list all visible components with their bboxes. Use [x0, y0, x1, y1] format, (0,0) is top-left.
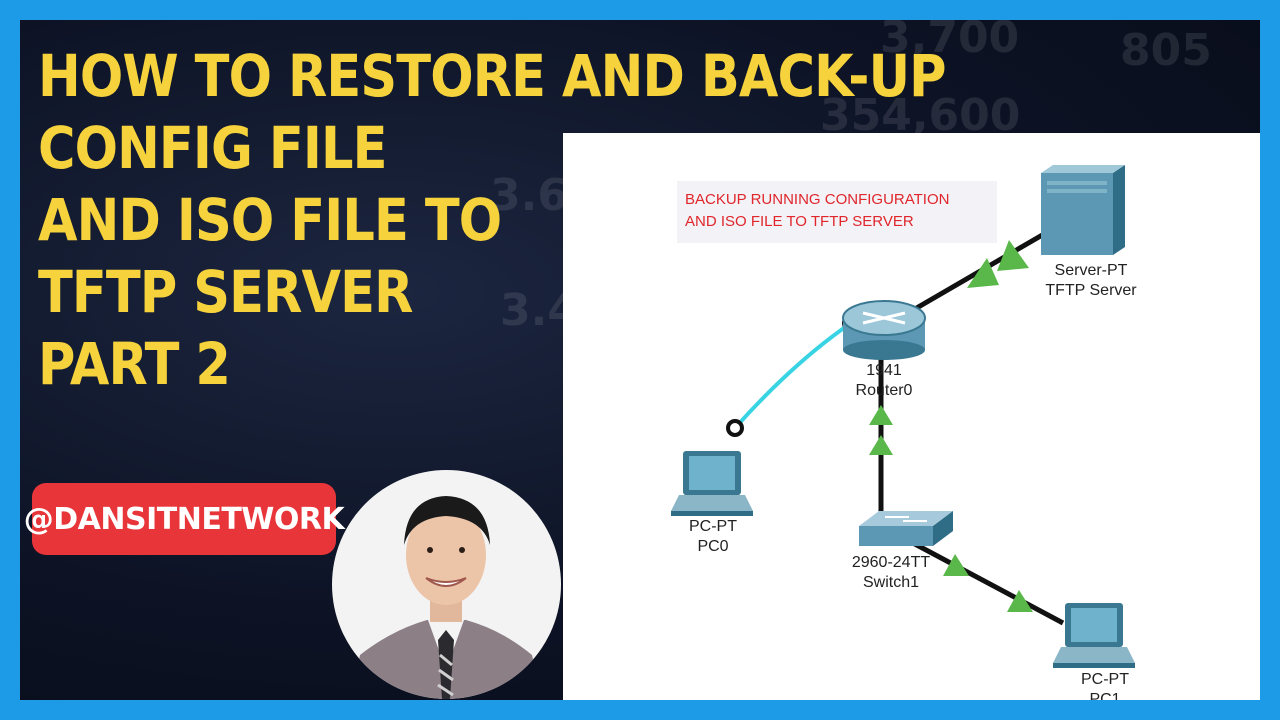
pc1-icon	[1053, 603, 1135, 668]
note-line: AND ISO FILE TO TFTP SERVER	[685, 213, 914, 230]
console-port-pc0	[726, 419, 744, 437]
switch-name: Switch1	[862, 574, 920, 591]
background-number: 3,700	[880, 20, 1020, 63]
switch-model: 2960-24TT	[851, 554, 931, 571]
pc1-model: PC-PT	[1081, 671, 1129, 688]
background-number: 354,600	[820, 90, 1021, 141]
server-model: Server-PT	[1054, 262, 1128, 279]
channel-handle-badge: @DANSITNETWORK	[24, 483, 345, 555]
router-name: Router0	[855, 382, 913, 399]
server-label: Server-PT TFTP Server	[1021, 261, 1161, 301]
pc1-label: PC-PT PC1	[1035, 670, 1175, 700]
switch-label: 2960-24TT Switch1	[821, 553, 961, 593]
background-number: 805	[1120, 25, 1212, 76]
switch-pc1-link	[911, 540, 1065, 626]
note-line: BACKUP RUNNING CONFIGURATION	[685, 191, 950, 208]
pc0-model: PC-PT	[689, 518, 737, 535]
title-line: CONFIG FILE	[38, 114, 388, 182]
title-line: AND ISO FILE TO	[38, 186, 502, 254]
pc0-icon	[671, 451, 753, 516]
switch-icon	[859, 511, 953, 546]
annotation-note: BACKUP RUNNING CONFIGURATION AND ISO FIL…	[677, 181, 997, 243]
presenter-avatar	[332, 470, 561, 699]
server-name: TFTP Server	[1045, 282, 1137, 299]
title-line: PART 2	[38, 330, 231, 398]
router-label: 1941 Router0	[814, 361, 954, 401]
network-topology: BACKUP RUNNING CONFIGURATION AND ISO FIL…	[563, 133, 1260, 700]
video-title: HOW TO RESTORE AND BACK-UP CONFIG FILE A…	[38, 40, 947, 400]
router-model: 1941	[866, 362, 902, 379]
title-line: TFTP SERVER	[38, 258, 413, 326]
title-line: HOW TO RESTORE AND BACK-UP	[38, 42, 947, 110]
thumbnail-frame: 3,700 805 354,600 3.68 3.44 HOW TO RESTO…	[20, 20, 1260, 700]
router-icon	[842, 300, 926, 360]
pc0-label: PC-PT PC0	[643, 517, 783, 557]
console-cable	[733, 321, 853, 430]
server-icon	[1041, 165, 1125, 255]
pc0-name: PC0	[697, 538, 729, 555]
pc1-name: PC1	[1089, 691, 1121, 700]
